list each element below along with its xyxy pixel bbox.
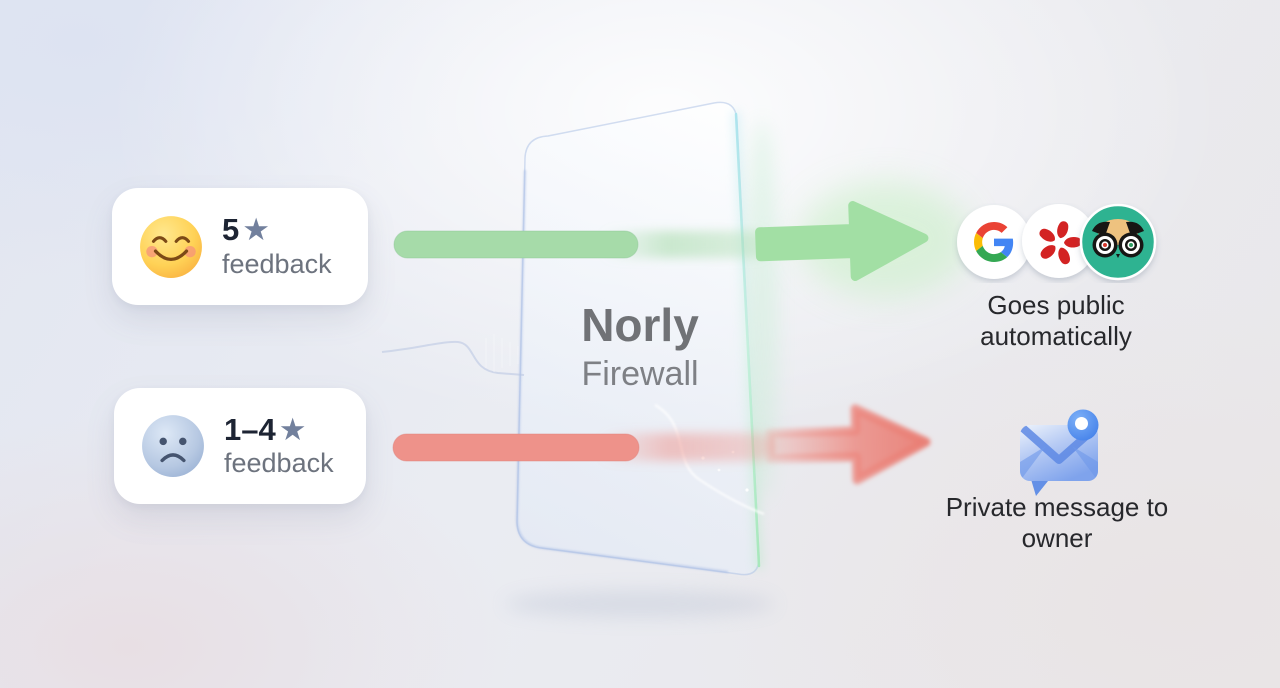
star-icon: ★ <box>278 411 307 448</box>
google-icon <box>957 205 1031 279</box>
firewall-subtitle: Firewall <box>581 355 699 393</box>
positive-flow-arrow <box>393 201 929 281</box>
sad-face-emoji <box>142 415 204 477</box>
tripadvisor-icon <box>1079 203 1157 281</box>
rim-glow <box>746 120 778 500</box>
brand-name: Norly <box>581 299 699 351</box>
negative-feedback-card: 1–4★ feedback <box>114 388 366 504</box>
review-platform-icons <box>957 203 1157 281</box>
glass-rim <box>734 112 761 568</box>
smiling-face-emoji <box>140 215 202 278</box>
firewall-label: Norly Firewall <box>520 302 760 391</box>
negative-rating: 1–4★ <box>224 411 334 448</box>
private-outcome-caption: Private message to owner <box>945 492 1169 553</box>
positive-feedback-card: 5★ feedback <box>112 188 368 305</box>
glass-edge-left <box>515 169 729 573</box>
glass-shadow <box>505 590 775 618</box>
positive-rating: 5★ <box>222 212 332 249</box>
yelp-icon <box>1022 204 1096 278</box>
positive-label: feedback <box>222 248 332 279</box>
public-outcome-caption: Goes public automatically <box>980 290 1132 351</box>
rating-value: 5 <box>222 212 240 248</box>
negative-label: feedback <box>224 448 334 479</box>
private-message-icon <box>1020 409 1099 496</box>
star-icon: ★ <box>242 212 271 249</box>
waveform-decoration <box>381 334 525 376</box>
negative-flow-arrow <box>392 404 931 485</box>
rating-value: 1–4 <box>224 411 276 447</box>
